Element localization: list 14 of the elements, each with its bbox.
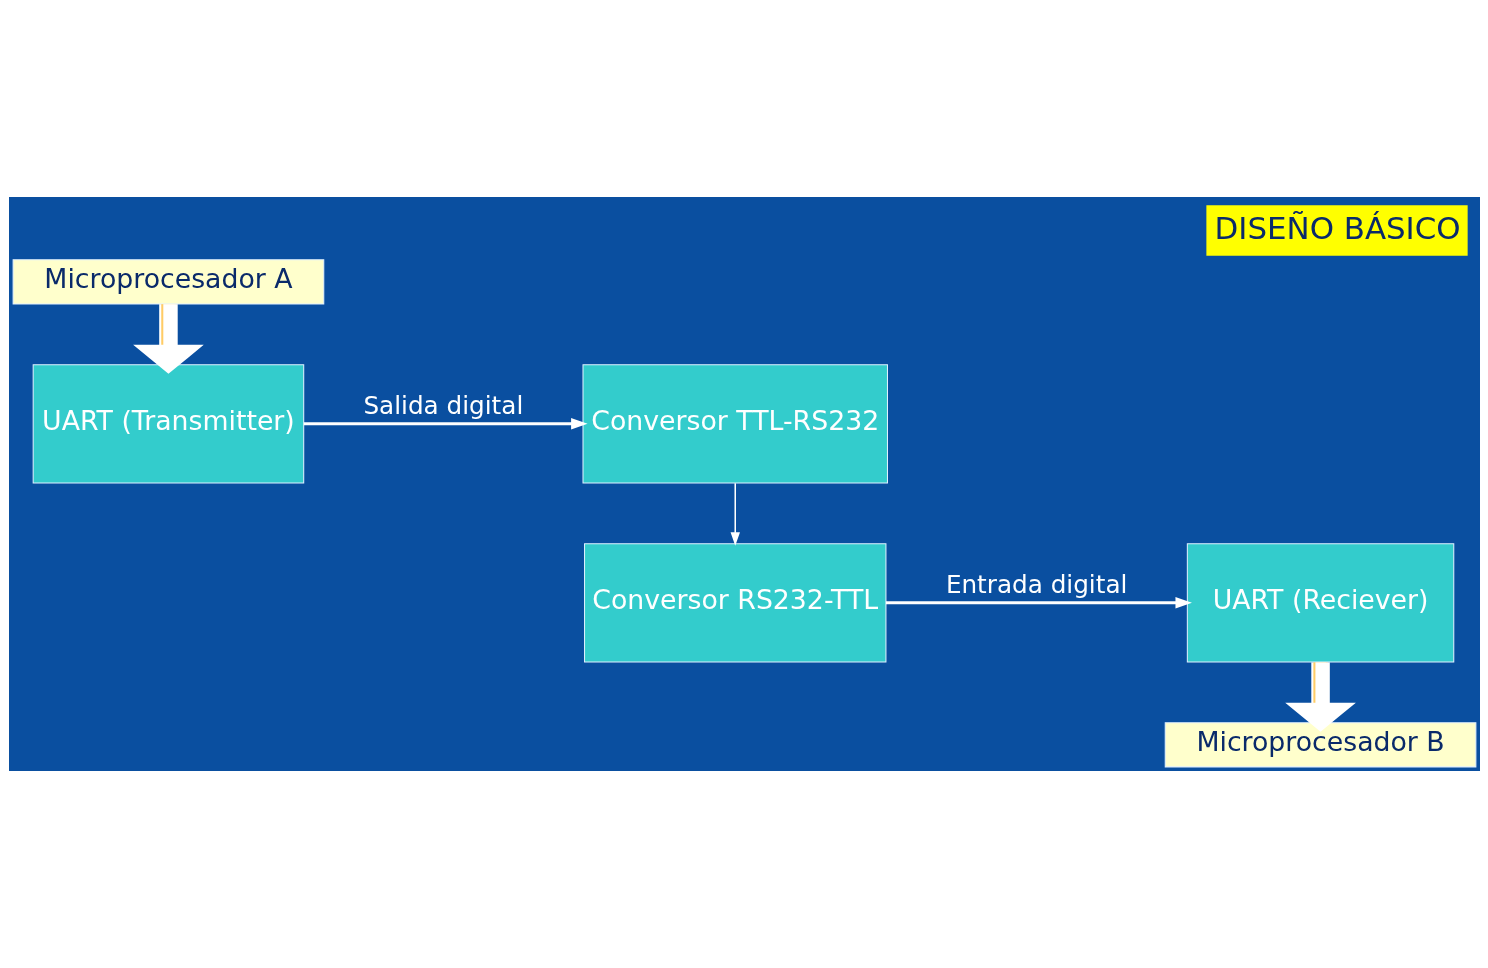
node-box: Conversor RS232-TTL bbox=[583, 543, 886, 663]
arrow bbox=[303, 418, 588, 430]
node-box: Microprocesador B bbox=[1164, 722, 1476, 768]
arrow bbox=[885, 597, 1192, 609]
node-box: UART (Reciever) bbox=[1186, 543, 1454, 663]
arrow bbox=[1284, 662, 1356, 732]
diagram-title: DISEÑO BÁSICO bbox=[1214, 209, 1461, 246]
arrow bbox=[730, 482, 740, 546]
node-box: Conversor TTL-RS232 bbox=[582, 364, 888, 484]
edge-label: Salida digital bbox=[362, 390, 523, 420]
arrow bbox=[132, 304, 204, 374]
node-box: UART (Transmitter) bbox=[32, 364, 304, 484]
node-box: Microprocesador A bbox=[12, 259, 324, 305]
edge-label: Entrada digital bbox=[945, 569, 1127, 599]
